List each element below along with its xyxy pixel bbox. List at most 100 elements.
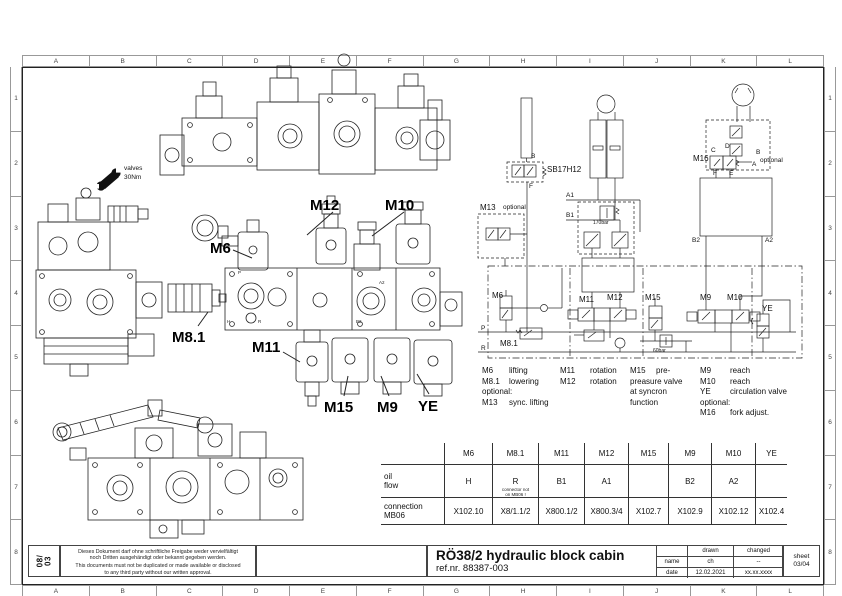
table-cell: X102.12 xyxy=(712,498,756,525)
legend-desc: rotation xyxy=(590,366,617,375)
disclaimer-en: This documents must not be duplicated or… xyxy=(75,563,241,576)
table-cell: X800.3/4 xyxy=(585,498,629,525)
sheet-box: sheet 03/04 xyxy=(783,545,820,577)
schematic-r: R xyxy=(481,345,486,352)
legend-key: M15 xyxy=(630,366,646,375)
col-label: E xyxy=(290,56,357,66)
table-cell: X800.1/2 xyxy=(539,498,585,525)
legend-desc: function xyxy=(630,397,659,407)
col-label: G xyxy=(424,56,491,66)
row-label: 6 xyxy=(11,391,21,456)
row-label: 7 xyxy=(825,456,835,521)
schematic-m6: M6 xyxy=(492,291,504,300)
row-label: 1 xyxy=(825,67,835,132)
schematic-b1: B1 xyxy=(566,212,574,219)
schematic-m16-optional: optional xyxy=(760,157,783,164)
table-cell xyxy=(756,465,787,498)
legend-desc: lowering xyxy=(509,376,539,386)
torque-note-line2: 30Nm xyxy=(124,174,142,181)
schematic-port-a2: A2 xyxy=(765,237,773,244)
table-header-cell: M9 xyxy=(669,443,712,465)
legend-column-3: M15 pre- preasure valve at syncron functi… xyxy=(630,366,682,408)
row-label: 3 xyxy=(825,197,835,262)
grid-cell-date-drawn: 12.02.2021 xyxy=(687,567,733,578)
legend-desc: rotation xyxy=(590,376,617,386)
callout-m11: M11 xyxy=(252,339,281,356)
col-label: D xyxy=(223,56,290,66)
callout-m9: M9 xyxy=(377,399,398,416)
legend-key: M16 xyxy=(700,408,716,417)
disclaimer-box: Dieses Dokument darf ohne schriftliche F… xyxy=(60,545,256,577)
col-label: F xyxy=(357,56,424,66)
schematic-m13: M13 xyxy=(480,203,496,212)
logo-box xyxy=(256,545,427,577)
table-cell: X102.10 xyxy=(445,498,493,525)
torque-note-line1: valves xyxy=(124,165,143,172)
col-label: J xyxy=(624,586,691,596)
col-label: H xyxy=(490,56,557,66)
grid-cell-name-label: name xyxy=(657,556,687,567)
legend-key: M6 xyxy=(482,366,494,375)
row-label: 3 xyxy=(11,197,21,262)
port-label-h: H xyxy=(227,319,231,324)
schematic-port-f: F xyxy=(529,183,533,190)
doc-code-box: 08/03 xyxy=(28,545,60,577)
row-label: 5 xyxy=(825,326,835,391)
col-label: E xyxy=(290,586,357,596)
table-header-cell xyxy=(381,443,445,465)
schematic-ye: YE xyxy=(762,304,773,313)
legend-desc: at syncron xyxy=(630,387,667,396)
disclaimer-de: Dieses Dokument darf ohne schriftliche F… xyxy=(78,548,238,561)
col-label: C xyxy=(157,586,224,596)
row-label: 4 xyxy=(825,261,835,326)
legend-desc: preasure valve xyxy=(630,376,683,386)
grid-cell-name-drawn: ch xyxy=(687,556,733,567)
schematic-port-f2: F xyxy=(713,170,717,177)
schematic-sb17h12: SB17H12 xyxy=(547,165,582,174)
row-label: 4 xyxy=(11,261,21,326)
doc-code: 08/03 xyxy=(35,554,52,568)
legend-key: M10 xyxy=(700,376,716,386)
grid-cell-drawn: drawn xyxy=(687,546,733,556)
callout-m10: M10 xyxy=(385,197,415,214)
col-label: J xyxy=(624,56,691,66)
legend-desc: pre- xyxy=(656,366,671,375)
callout-m12: M12 xyxy=(310,197,340,214)
legend-key: M11 xyxy=(560,366,575,375)
callout-m8-1: M8.1 xyxy=(172,329,206,346)
legend-key: M13 xyxy=(482,397,498,407)
callout-ye: YE xyxy=(418,398,439,415)
row-label: 7 xyxy=(11,456,21,521)
col-label: H xyxy=(490,586,557,596)
table-cell: H xyxy=(445,465,493,498)
row-label: 2 xyxy=(825,132,835,197)
grid-cell xyxy=(657,546,687,556)
revision-grid: drawn changed name ch -- date 12.02.2021… xyxy=(657,545,783,578)
legend-desc: reach xyxy=(730,366,751,375)
drawing-ref: ref.nr. 88387-003 xyxy=(436,563,509,574)
table-header-cell: YE xyxy=(756,443,787,465)
drawing-title: RÖ38/2 hydraulic block cabin xyxy=(436,548,625,563)
schematic-port-b: B xyxy=(531,153,536,160)
legend-optional: optional: xyxy=(482,387,513,396)
col-label: G xyxy=(424,586,491,596)
table-header-cell: M10 xyxy=(712,443,756,465)
row-label: 8 xyxy=(825,520,835,585)
left-coordinate-strip: 1 2 3 4 5 6 7 8 xyxy=(10,67,22,585)
col-label: I xyxy=(557,586,624,596)
schematic-m16: M16 xyxy=(693,154,709,163)
row-label: 5 xyxy=(11,326,21,391)
col-label: B xyxy=(90,586,157,596)
schematic-port-b-top: B xyxy=(756,149,761,156)
row-label: 1 xyxy=(11,67,21,132)
schematic-m11: M11 xyxy=(579,295,594,304)
table-header-cell: M8.1 xyxy=(493,443,539,465)
schematic-m13-optional: optional xyxy=(503,204,526,211)
grid-cell-changed: changed xyxy=(733,546,783,556)
